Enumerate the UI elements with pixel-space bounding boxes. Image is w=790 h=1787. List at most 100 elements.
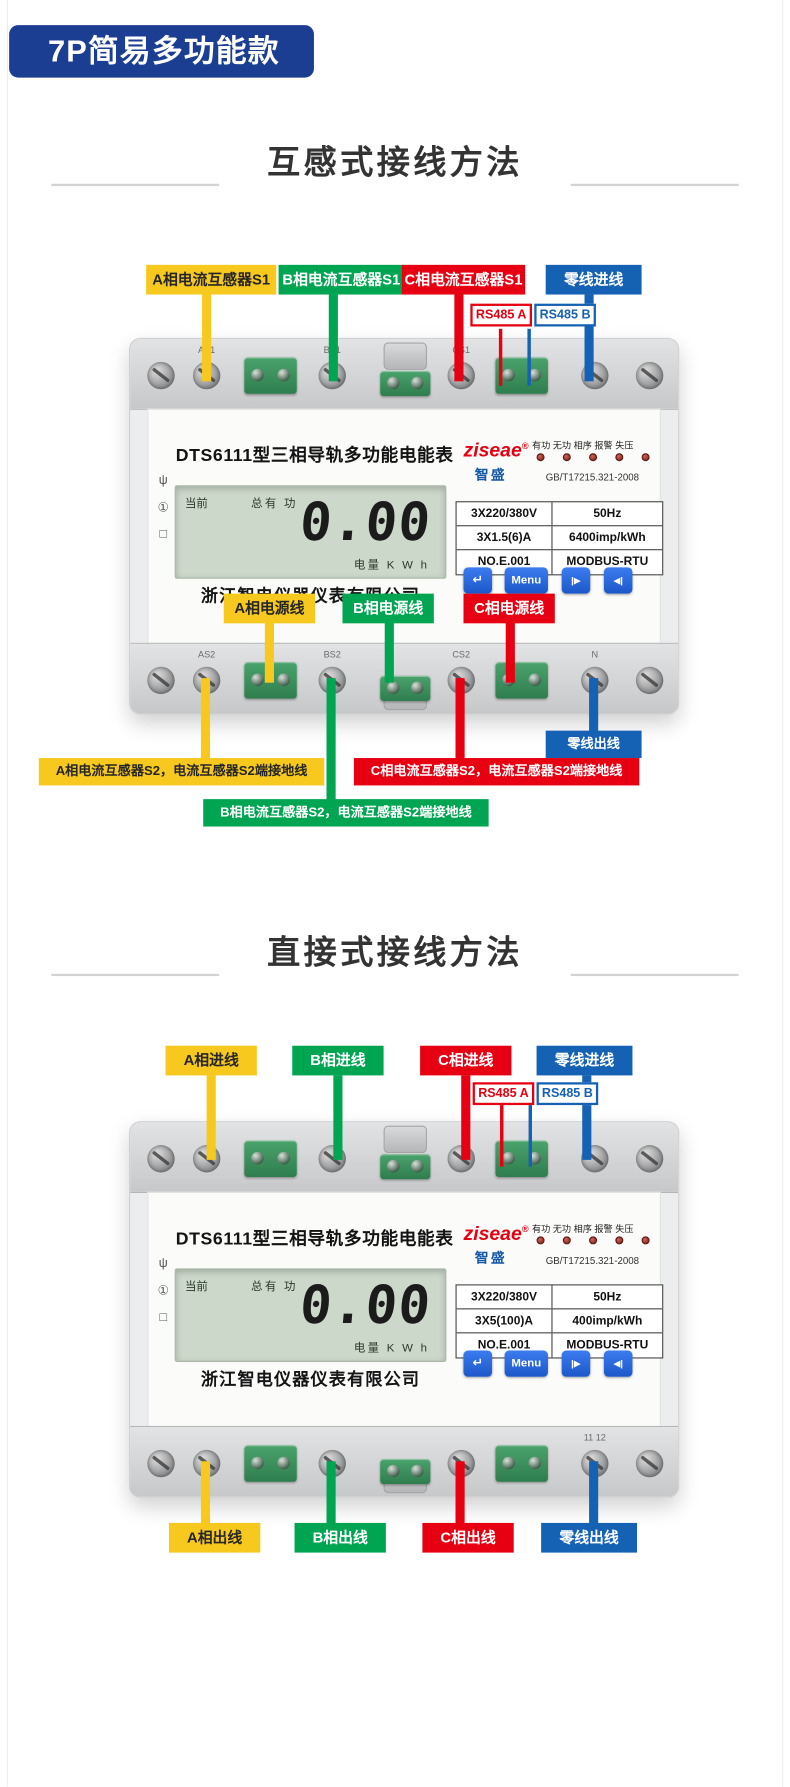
terminal-screw bbox=[147, 361, 175, 390]
ct-symbol-icon: ψ bbox=[158, 1256, 168, 1271]
lcd-value: 0.00 bbox=[297, 1274, 435, 1336]
wire-c-ct-s2 bbox=[455, 678, 465, 761]
meter-model-title: DTS6111型三相导轨多功能电能表 bbox=[175, 1229, 454, 1249]
status-led bbox=[615, 1236, 624, 1245]
terminal-block bbox=[495, 662, 548, 699]
lcd-unit: 电量 K W h bbox=[353, 559, 430, 572]
terminal-screw bbox=[147, 1449, 175, 1478]
meter-top-terminals: AS1 BS1 CS1 bbox=[130, 339, 679, 410]
wire-neutral-in bbox=[582, 1075, 592, 1160]
brand-chinese: 智盛 bbox=[474, 466, 507, 483]
spec-voltage: 3X220/380V bbox=[457, 1285, 553, 1309]
enter-button: ↵ bbox=[463, 1350, 493, 1377]
label-rs485-a: RS485 A bbox=[470, 303, 532, 327]
wire-b-ct-s1 bbox=[328, 294, 338, 382]
spec-imp: 400imp/kWh bbox=[572, 1314, 643, 1328]
label-c-ct-s1: C相电流互感器S1 bbox=[401, 264, 526, 295]
label-c-ct-s2: C相电流互感器S2，电流互感器S2端接地线 bbox=[353, 758, 640, 786]
label-c-power: C相电源线 bbox=[463, 593, 555, 624]
menu-button: Menu bbox=[504, 1350, 548, 1377]
terminal-block bbox=[495, 1445, 548, 1482]
status-led bbox=[641, 453, 650, 462]
terminal-screw bbox=[447, 1145, 475, 1173]
lcd-display: 当前 总有 功 0.00 电量 K W h bbox=[174, 485, 447, 579]
label-c-in: C相进线 bbox=[420, 1045, 512, 1076]
terminal-block bbox=[380, 1458, 431, 1485]
terminal-block bbox=[380, 371, 431, 397]
label-a-in: A相进线 bbox=[165, 1045, 257, 1076]
spec-protocol: MODBUS-RTU bbox=[566, 1337, 649, 1352]
label-c-out: C相出线 bbox=[422, 1522, 514, 1553]
brand-logo: ziseae® bbox=[463, 1222, 529, 1245]
model-badge: 7P简易多功能款 bbox=[9, 25, 314, 78]
label-neutral-in: 零线进线 bbox=[536, 1045, 633, 1076]
next-button: |▶ bbox=[561, 567, 591, 594]
lcd-label-current: 当前 bbox=[184, 1280, 208, 1294]
terminal-block bbox=[244, 1445, 297, 1482]
wire-b-in bbox=[333, 1075, 343, 1160]
terminal-label: AS2 bbox=[197, 649, 216, 660]
terminal-block bbox=[380, 1154, 431, 1180]
indicator-labels: 有功 无功 相序 报警 失压 bbox=[531, 440, 634, 451]
lcd-value: 0.00 bbox=[297, 490, 435, 553]
wire-c-power bbox=[505, 621, 515, 683]
label-rs485-b: RS485 B bbox=[536, 1082, 599, 1106]
prev-button: ◀| bbox=[603, 567, 633, 594]
terminal-screw bbox=[635, 1145, 664, 1173]
spec-protocol: MODBUS-RTU bbox=[566, 554, 649, 569]
wire-a-ct-s2 bbox=[200, 678, 211, 761]
label-a-out: A相出线 bbox=[168, 1522, 261, 1553]
wire-c-ct-s1 bbox=[454, 294, 464, 382]
status-led bbox=[589, 453, 598, 462]
spec-current: 3X1.5(6)A bbox=[457, 526, 553, 550]
title-divider-left bbox=[51, 973, 220, 977]
enter-button: ↵ bbox=[463, 567, 493, 594]
terminal-block bbox=[244, 1140, 297, 1178]
energy-meter-direct: DTS6111型三相导轨多功能电能表 ψ ① □ ziseae® 智盛 有功 无… bbox=[129, 1121, 680, 1498]
standard-number: GB/T17215.321-2008 bbox=[545, 471, 640, 483]
lcd-label-current: 当前 bbox=[184, 497, 208, 511]
status-led bbox=[562, 453, 571, 462]
label-a-ct-s1: A相电流互感器S1 bbox=[146, 264, 277, 295]
spec-imp: 6400imp/kWh bbox=[569, 530, 646, 545]
spec-frequency: 50Hz bbox=[593, 506, 622, 521]
terminal-screw bbox=[147, 1145, 175, 1173]
meter-model-title: DTS6111型三相导轨多功能电能表 bbox=[175, 446, 454, 466]
wire-a-power bbox=[264, 621, 274, 683]
terminal-block bbox=[244, 357, 297, 394]
wire-rs485-b bbox=[528, 1102, 532, 1167]
terminal-screw bbox=[147, 666, 175, 695]
status-led bbox=[562, 1236, 571, 1245]
status-led bbox=[536, 453, 545, 462]
page-left-border bbox=[6, 0, 8, 1787]
wire-neutral-out bbox=[589, 678, 599, 733]
section-title-2: 直接式接线方法 bbox=[0, 909, 790, 980]
wire-rs485-a bbox=[500, 1102, 504, 1167]
spec-no: NO.E.001 bbox=[457, 550, 553, 575]
mounting-tab bbox=[383, 1125, 427, 1154]
label-neutral-in: 零线进线 bbox=[545, 264, 642, 295]
lcd-label-total: 总有 功 bbox=[251, 1280, 298, 1294]
one-circle-icon: ① bbox=[157, 1284, 169, 1299]
one-circle-icon: ① bbox=[157, 501, 169, 515]
title-divider-left bbox=[51, 183, 220, 187]
label-b-in: B相进线 bbox=[292, 1045, 384, 1076]
square-icon: □ bbox=[159, 527, 168, 542]
registered-mark: ® bbox=[521, 441, 529, 452]
wire-a-in bbox=[206, 1075, 216, 1160]
brand-chinese: 智盛 bbox=[474, 1250, 507, 1267]
label-b-ct-s1: B相电流互感器S1 bbox=[278, 264, 405, 295]
meter-bottom-terminals: 11 12 bbox=[130, 1425, 679, 1497]
section-title-1: 互感式接线方法 bbox=[0, 119, 790, 190]
terminal-label: CS2 bbox=[452, 649, 471, 660]
label-neutral-out: 零线出线 bbox=[545, 730, 642, 759]
spec-no: NO.E.001 bbox=[457, 1333, 553, 1358]
square-icon: □ bbox=[159, 1310, 168, 1325]
terminal-screw bbox=[635, 1449, 664, 1478]
spec-frequency: 50Hz bbox=[593, 1290, 622, 1304]
label-b-power: B相电源线 bbox=[342, 593, 434, 624]
meter-side-icons: ψ ① □ bbox=[153, 474, 174, 554]
section-1-heading: 互感式接线方法 bbox=[267, 144, 523, 182]
